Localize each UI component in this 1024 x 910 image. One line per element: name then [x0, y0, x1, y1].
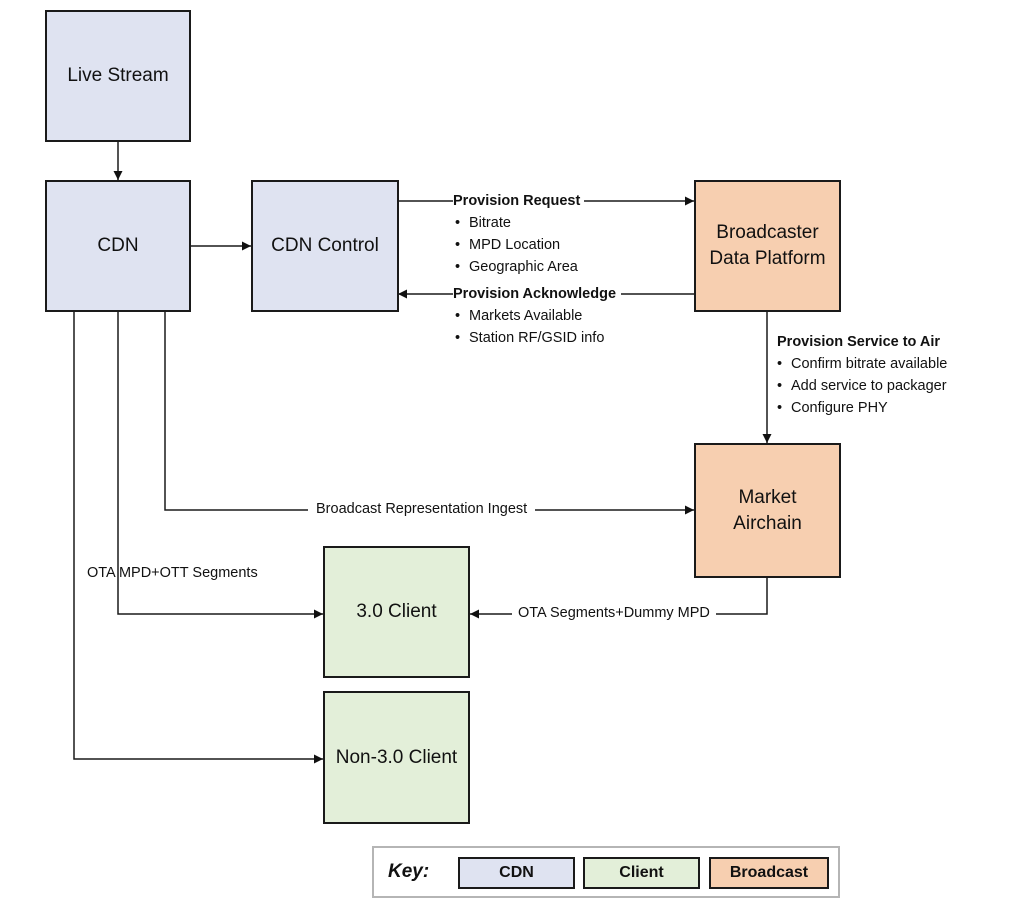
- ota-segments-dummy-label: OTA Segments+Dummy MPD: [512, 602, 716, 624]
- legend-cdn-label: CDN: [499, 864, 534, 881]
- legend-title: Key:: [388, 861, 430, 882]
- client-30-node: 3.0 Client: [323, 546, 470, 678]
- broadcaster-label-line1: Broadcaster: [716, 222, 819, 244]
- legend-cdn: CDN: [458, 857, 575, 889]
- provision-service-title: Provision Service to Air: [777, 334, 941, 350]
- provision-acknowledge-item: Markets Available: [455, 305, 604, 327]
- non-30-client-label: Non-3.0 Client: [335, 746, 458, 768]
- provision-request-title: Provision Request: [453, 190, 585, 212]
- provision-request-item: Bitrate: [455, 212, 578, 234]
- provision-request-item: MPD Location: [455, 234, 578, 256]
- provision-service-item: Configure PHY: [777, 397, 947, 419]
- live-stream-label: Live Stream: [67, 65, 169, 87]
- live-stream-node: Live Stream: [45, 10, 191, 142]
- arrow-broadcast-ingest: [164, 312, 694, 515]
- broadcaster-data-platform-node: Broadcaster Data Platform: [694, 180, 841, 312]
- non-30-client-node: Non-3.0 Client: [323, 691, 470, 824]
- market-airchain-label: Market Airchain: [733, 485, 802, 536]
- provision-acknowledge-title: Provision Acknowledge: [453, 283, 622, 305]
- cdn-label: CDN: [97, 235, 139, 257]
- market-airchain-node: Market Airchain: [694, 443, 841, 578]
- market-label-line2: Airchain: [733, 512, 802, 534]
- provision-request-list: Bitrate MPD Location Geographic Area: [455, 212, 578, 278]
- arrow-non-30-client: [73, 312, 323, 764]
- provision-acknowledge-item: Station RF/GSID info: [455, 327, 604, 349]
- broadcast-ingest-label: Broadcast Representation Ingest: [308, 498, 536, 520]
- market-label-line1: Market: [738, 486, 797, 508]
- broadcaster-data-platform-label: Broadcaster Data Platform: [709, 220, 825, 271]
- legend-broadcast-label: Broadcast: [729, 864, 809, 881]
- legend: Key: CDN Client Broadcast: [372, 846, 840, 898]
- ota-mpd-ott-label: OTA MPD+OTT Segments: [87, 565, 258, 581]
- cdn-control-node: CDN Control: [251, 180, 399, 312]
- cdn-control-label: CDN Control: [271, 235, 379, 257]
- cdn-node: CDN: [45, 180, 191, 312]
- broadcaster-label-line2: Data Platform: [709, 248, 826, 269]
- provision-service-list: Confirm bitrate available Add service to…: [777, 353, 947, 419]
- provision-service-item: Add service to packager: [777, 375, 947, 397]
- provision-service-item: Confirm bitrate available: [777, 353, 947, 375]
- provision-acknowledge-list: Markets Available Station RF/GSID info: [455, 305, 604, 349]
- legend-client: Client: [583, 857, 700, 889]
- provision-request-item: Geographic Area: [455, 256, 578, 278]
- arrow-ota-mpd-ott: [117, 312, 323, 619]
- client-30-label: 3.0 Client: [356, 601, 437, 623]
- legend-broadcast: Broadcast: [709, 857, 829, 889]
- legend-client-label: Client: [619, 864, 664, 881]
